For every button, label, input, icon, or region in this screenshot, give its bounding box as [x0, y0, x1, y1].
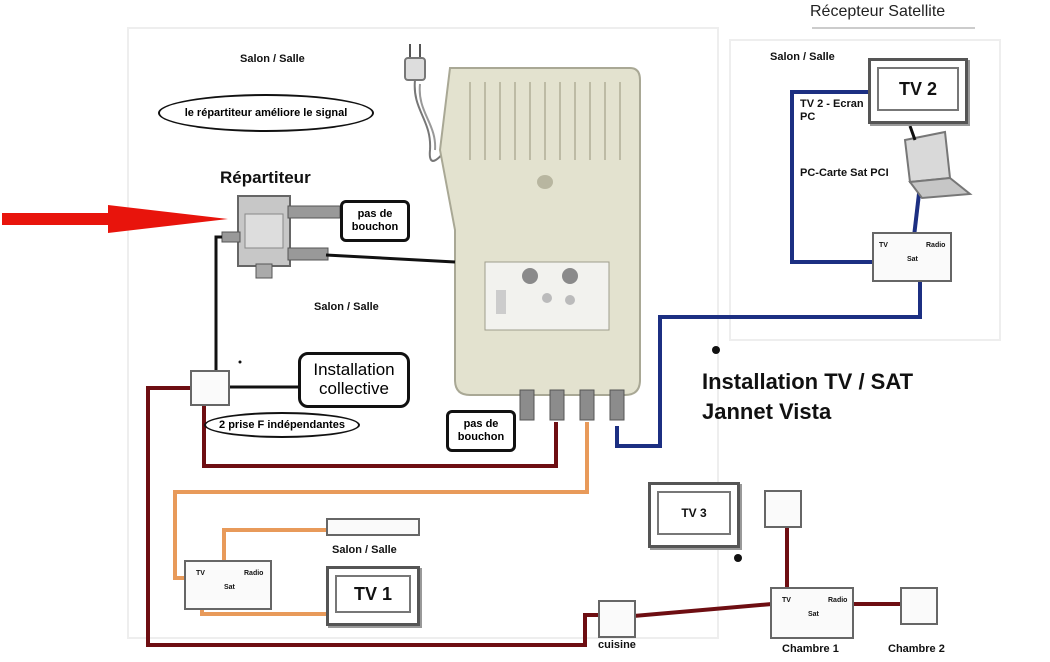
note-oval-prises: 2 prise F indépendantes [204, 412, 360, 438]
tv-outlet-icon-chambre-1: TV Sat Radio [770, 587, 854, 639]
splitter-icon [221, 195, 341, 279]
room-label-cuisine: cuisine [598, 639, 636, 651]
installation-collective-text: Installation collective [313, 360, 395, 398]
red-arrow-icon [2, 205, 228, 233]
tv-outlet-icon-salon-right: TV Sat Radio [872, 232, 952, 282]
outlet-sat-label: Sat [907, 256, 918, 263]
note-box-pas-de-bouchon-2: pas de bouchon [446, 410, 516, 452]
tv-outlet-icon-chambre-2 [900, 587, 938, 625]
tv-3-label: TV 3 [681, 506, 707, 520]
outlet-tv-label: TV [879, 242, 888, 249]
room-label-chambre-2: Chambre 2 [888, 643, 945, 655]
tv-2-label: TV 2 [898, 78, 937, 99]
tv-outlet-icon-salon-mid [190, 370, 230, 406]
outlet-radio-label: Radio [244, 570, 264, 577]
tv-outlet-icon-salon-tv1: TV Sat Radio [184, 560, 272, 610]
outlet-tv-label: TV [196, 570, 205, 577]
note-box-pas-de-bouchon-1: pas de bouchon [340, 200, 410, 242]
satellite-receiver-icon [438, 67, 641, 421]
note-oval-signal: le répartiteur améliore le signal [158, 94, 374, 132]
note-oval-prises-text: 2 prise F indépendantes [219, 419, 345, 431]
outlet-radio-label: Radio [926, 242, 946, 249]
pc-carte-label: PC-Carte Sat PCI [800, 167, 889, 179]
room-label-salon-tv1: Salon / Salle [332, 544, 397, 556]
tv-3-screen: TV 3 [657, 491, 731, 535]
tv2-ecran-label: TV 2 - Ecran PC [800, 98, 870, 124]
splitter-label: Répartiteur [220, 168, 311, 187]
bullet-dots [238, 346, 742, 562]
room-label-chambre-1: Chambre 1 [782, 643, 839, 655]
room-label-salon-top: Salon / Salle [240, 53, 305, 65]
tv2-ecran-text: TV 2 - Ecran PC [800, 98, 864, 124]
note-oval-text: le répartiteur améliore le signal [184, 107, 348, 119]
note-box-text-1: pas de bouchon [351, 208, 399, 233]
installation-collective-box: Installation collective [298, 352, 410, 408]
laptop-icon [903, 125, 973, 200]
tv-2: TV 2 [868, 58, 968, 124]
tv-2-screen: TV 2 [877, 67, 959, 111]
shelf-unit [326, 518, 420, 536]
tv-outlet-icon-tv3 [764, 490, 802, 528]
outlet-radio-label: Radio [828, 597, 848, 604]
background-panels [127, 27, 1001, 639]
outlet-tv-label: TV [782, 597, 791, 604]
tv-1: TV 1 [326, 566, 420, 626]
tv-3: TV 3 [648, 482, 740, 548]
tv-1-screen: TV 1 [335, 575, 411, 613]
page-title: Récepteur Satellite [810, 3, 946, 20]
room-label-salon-right: Salon / Salle [770, 51, 835, 63]
main-title-line-1: Installation TV / SAT [702, 369, 914, 394]
outlet-sat-label: Sat [224, 584, 235, 591]
note-box-text-2: pas de bouchon [457, 418, 505, 443]
main-title-line-2: Jannet Vista [702, 399, 832, 424]
room-label-salon-mid: Salon / Salle [314, 301, 379, 313]
tv-outlet-icon-cuisine [598, 600, 636, 638]
tv-1-label: TV 1 [353, 583, 392, 604]
black-cables [214, 235, 456, 389]
power-plug-icon [404, 44, 453, 162]
outlet-sat-label: Sat [808, 611, 819, 618]
